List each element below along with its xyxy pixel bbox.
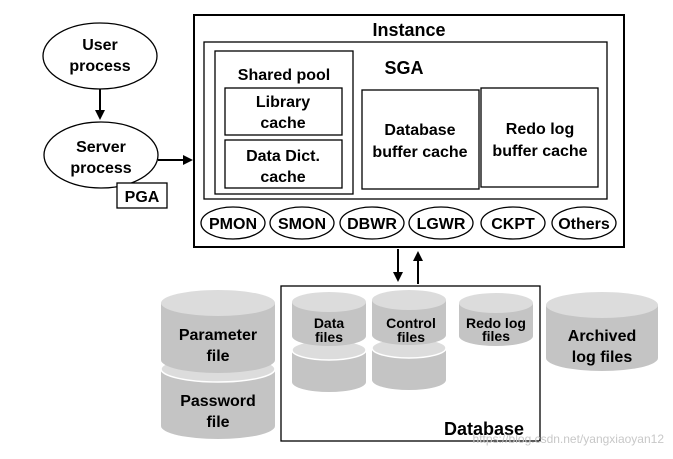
redo-log-buffer-label-line1: Redo log [506, 121, 574, 138]
redo-log-buffer-box: Redo log buffer cache [480, 87, 599, 188]
bg-process-label: PMON [209, 216, 257, 233]
archived-log-files-label-line1: Archived [568, 328, 636, 345]
bg-process-label: DBWR [347, 216, 397, 233]
background-processes: PMON SMON DBWR LGWR CKPT Others [200, 206, 617, 240]
data-dict-cache-label-line1: Data Dict. [246, 148, 320, 165]
server-process: Server process [43, 121, 159, 189]
control-files-label-line2: files [397, 329, 425, 345]
control-files-label-line1: Control [386, 315, 436, 331]
bg-process-smon: SMON [269, 206, 335, 240]
database-title: Database [444, 419, 524, 439]
server-process-label-line2: process [70, 160, 131, 177]
parameter-file-label-line2: file [206, 348, 229, 365]
redo-log-files-label-line2: files [482, 328, 510, 344]
password-file-label-line2: file [206, 414, 229, 431]
user-process-label-line2: process [69, 58, 130, 75]
server-process-label-line1: Server [76, 139, 126, 156]
data-files-label-line1: Data [314, 315, 345, 331]
bg-process-pmon: PMON [200, 206, 266, 240]
archived-log-files-cylinder: Archived log files [546, 292, 658, 371]
bg-process-label: SMON [278, 216, 326, 233]
parameter-file-label-line1: Parameter [179, 327, 257, 344]
bg-process-others: Others [551, 206, 617, 240]
bg-process-dbwr: DBWR [339, 206, 405, 240]
bg-process-label: Others [558, 216, 610, 233]
password-file-label-line1: Password [180, 393, 256, 410]
watermark-text: https://blog.csdn.net/yangxiaoyan12 [473, 432, 665, 446]
library-cache-box: Library cache [224, 87, 343, 136]
control-files-cylinder: Control files [371, 290, 447, 390]
user-process: User process [42, 22, 158, 90]
data-files-cylinder: Data files [291, 292, 367, 392]
parameter-file-cylinder: Parameter file [161, 290, 275, 373]
data-dict-cache-box: Data Dict. cache [224, 139, 343, 189]
redo-log-files-label-line1: Redo log [466, 315, 526, 331]
library-cache-label-line2: cache [260, 115, 305, 132]
database-buffer-cache-label-line2: buffer cache [372, 144, 467, 161]
data-dict-cache-label-line2: cache [260, 169, 305, 186]
database-buffer-cache-label-line1: Database [384, 122, 455, 139]
bg-process-label: LGWR [417, 216, 466, 233]
archived-log-files-label-line2: log files [572, 349, 633, 366]
library-cache-label-line1: Library [256, 94, 310, 111]
shared-pool-title: Shared pool [238, 67, 330, 84]
redo-log-buffer-label-line2: buffer cache [492, 143, 587, 160]
database-buffer-cache-box: Database buffer cache [361, 89, 480, 190]
bg-process-ckpt: CKPT [480, 206, 546, 240]
redo-log-files-cylinder: Redo log files [459, 293, 533, 346]
bg-process-lgwr: LGWR [408, 206, 474, 240]
user-process-label-line1: User [82, 37, 118, 54]
sga-title: SGA [384, 58, 423, 78]
instance-title: Instance [372, 20, 445, 40]
pga-box: PGA [116, 182, 168, 209]
pga-label: PGA [125, 189, 160, 206]
bg-process-label: CKPT [491, 216, 535, 233]
data-files-label-line2: files [315, 329, 343, 345]
